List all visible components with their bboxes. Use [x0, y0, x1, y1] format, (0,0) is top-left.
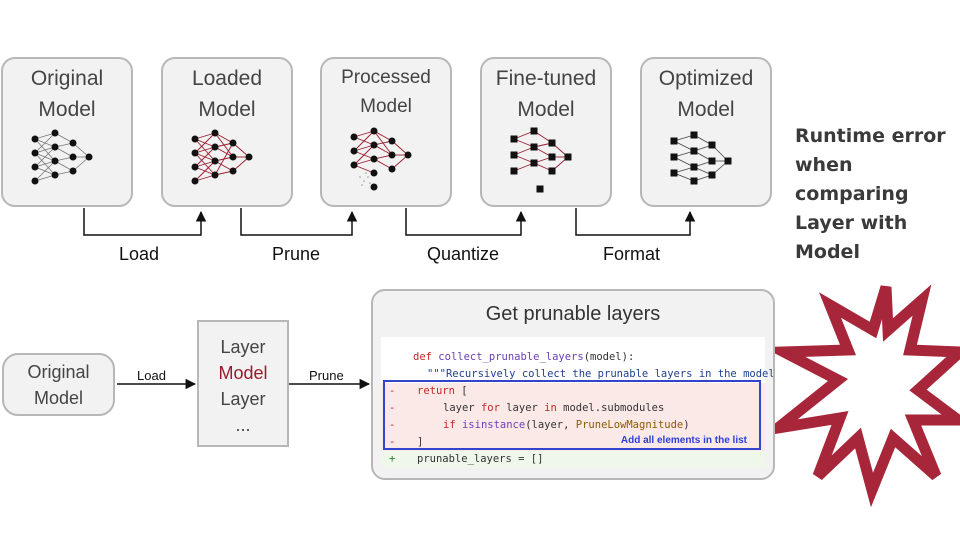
stage-fine-tuned-model: Fine-tuned Model	[480, 57, 612, 207]
layer-stack: Layer Model Layer ...	[197, 320, 289, 447]
code-line-comprehension: - layer for layer in model.submodules	[381, 400, 765, 417]
stage-label-line1: Fine-tuned	[495, 67, 597, 90]
diff-marker-added: +	[389, 453, 396, 465]
red-neural-network-icon	[191, 129, 253, 185]
stage-label-line1: Loaded	[191, 67, 263, 90]
error-line: Runtime error	[795, 125, 946, 147]
neural-network-icon	[31, 129, 93, 185]
stage-processed-model: Processed Model	[320, 57, 452, 207]
pruned-neural-network-icon	[350, 127, 412, 191]
stage-label-line2: Model	[198, 98, 256, 121]
code-text: [	[454, 385, 468, 397]
layer-item: Layer	[220, 389, 266, 409]
diff-marker-removed: -	[389, 419, 396, 431]
error-line: Layer with	[795, 212, 908, 234]
load-connector	[83, 208, 207, 236]
source-line1: Original	[27, 362, 90, 382]
code-text: (layer,	[525, 419, 576, 431]
stage-label-line1: Processed	[341, 67, 431, 88]
code-text: prunable_layers = []	[417, 453, 544, 465]
code-panel: Get prunable layers def collect_prunable…	[371, 289, 775, 480]
code-line-docstring: """Recursively collect the prunable laye…	[381, 366, 773, 383]
code-function-name: collect_prunable_layers	[438, 351, 584, 363]
transition-load: Load	[119, 244, 160, 264]
stage-loaded-model: Loaded Model	[161, 57, 293, 207]
stage-original-model: Original Model	[1, 57, 133, 207]
bottom-original-model: Original Model	[2, 353, 115, 416]
stage-label-line1: Original	[30, 67, 104, 90]
highlight-box	[383, 380, 761, 450]
code-keyword: in	[544, 402, 557, 414]
stage-label-line2: Model	[360, 96, 412, 117]
code-text: model.submodules	[556, 402, 665, 414]
code-line-condition: - if isinstance(layer, PruneLowMagnitude)	[381, 417, 765, 434]
diff-marker-removed: -	[389, 385, 396, 397]
code-docstring: """Recursively collect the prunable laye…	[427, 368, 775, 380]
bottom-load-label: Load	[137, 368, 166, 383]
stage-label-line2: Model	[38, 98, 96, 121]
code-text: (model):	[583, 351, 635, 363]
code-function-name: isinstance	[461, 419, 526, 431]
bottom-prune-label: Prune	[309, 368, 344, 383]
runtime-error-note: Runtime error when comparing Layer with …	[795, 122, 955, 267]
error-line: when	[795, 154, 853, 176]
stage-label-line1: Optimized	[658, 67, 754, 90]
transition-format: Format	[603, 244, 661, 264]
code-keyword: for	[480, 402, 500, 414]
stage-label-line2: Model	[517, 98, 575, 121]
code-keyword: return	[417, 385, 455, 397]
code-diff-view: def collect_prunable_layers(model): """R…	[381, 337, 773, 468]
error-burst-icon	[758, 284, 960, 508]
code-text: )	[683, 419, 690, 431]
stage-optimized-model: Optimized Model	[640, 57, 772, 207]
error-line: comparing	[795, 183, 909, 205]
prune-connector	[240, 208, 358, 236]
quantized-neural-network-icon	[510, 127, 572, 193]
transition-quantize: Quantize	[427, 244, 500, 264]
format-connector	[575, 208, 696, 236]
code-keyword: if	[443, 419, 456, 431]
optimized-neural-network-icon	[670, 131, 732, 185]
code-keyword: def	[413, 351, 439, 363]
quantize-connector	[405, 208, 527, 236]
ellipsis-item: ...	[235, 415, 251, 435]
diff-marker-removed: -	[389, 436, 396, 448]
code-text: layer	[443, 402, 481, 414]
layer-item: Layer	[220, 337, 266, 357]
transition-prune: Prune	[272, 244, 321, 264]
code-class-name: PruneLowMagnitude	[575, 419, 684, 431]
highlight-note: Add all elements in the list	[620, 435, 747, 446]
code-line-added: + prunable_layers = []	[381, 451, 765, 468]
source-line2: Model	[33, 388, 84, 408]
code-panel-title: Get prunable layers	[485, 303, 661, 325]
code-line-def: def collect_prunable_layers(model):	[381, 349, 765, 366]
error-line: Model	[795, 241, 860, 263]
code-text: layer	[499, 402, 545, 414]
code-line-close: -]	[381, 434, 765, 451]
diff-marker-removed: -	[389, 402, 396, 414]
code-text: ]	[417, 436, 424, 448]
code-line-return: - return [	[381, 383, 765, 400]
stage-label-line2: Model	[677, 98, 735, 121]
model-item: Model	[218, 363, 268, 383]
